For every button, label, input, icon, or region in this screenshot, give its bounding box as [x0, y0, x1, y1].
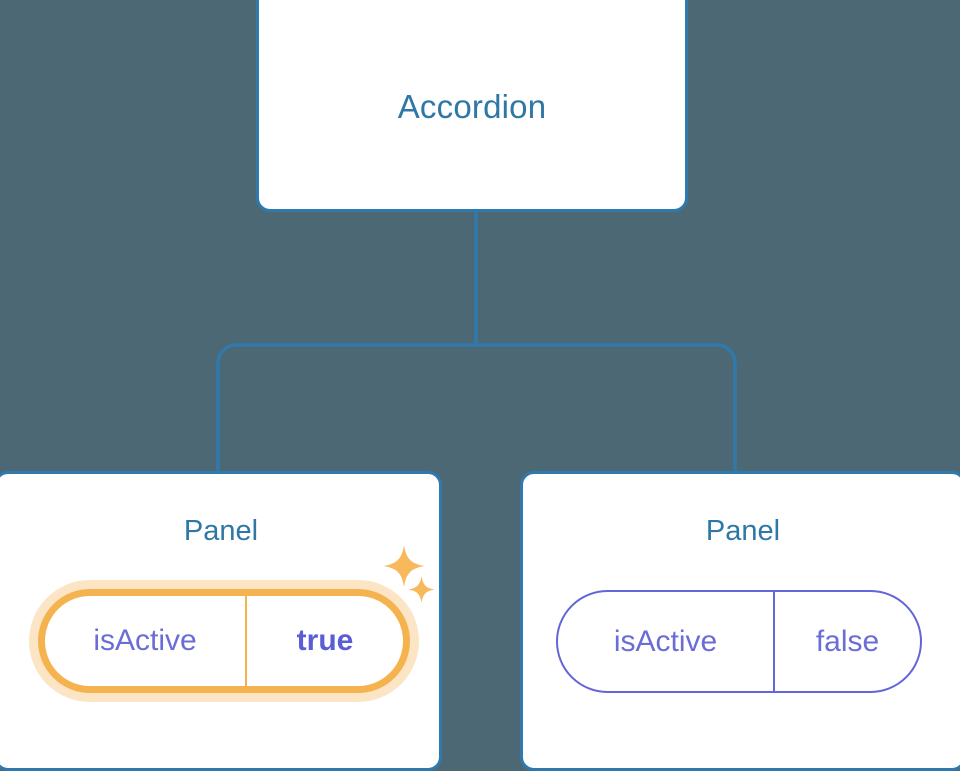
node-title: Panel [705, 515, 781, 547]
connector-branch-right [476, 343, 737, 473]
prop-key: isActive [558, 592, 775, 691]
prop-pill-isactive-false[interactable]: isActive false [556, 590, 922, 693]
connector-branch-left [216, 343, 476, 473]
prop-pill-isactive-true[interactable]: isActive true [38, 589, 410, 693]
node-title: Accordion [397, 87, 547, 125]
prop-value: true [296, 624, 354, 657]
node-title: Panel [183, 515, 259, 547]
node-accordion[interactable]: Accordion [256, 0, 688, 212]
prop-key: isActive [45, 596, 247, 686]
prop-value: false [815, 624, 880, 658]
